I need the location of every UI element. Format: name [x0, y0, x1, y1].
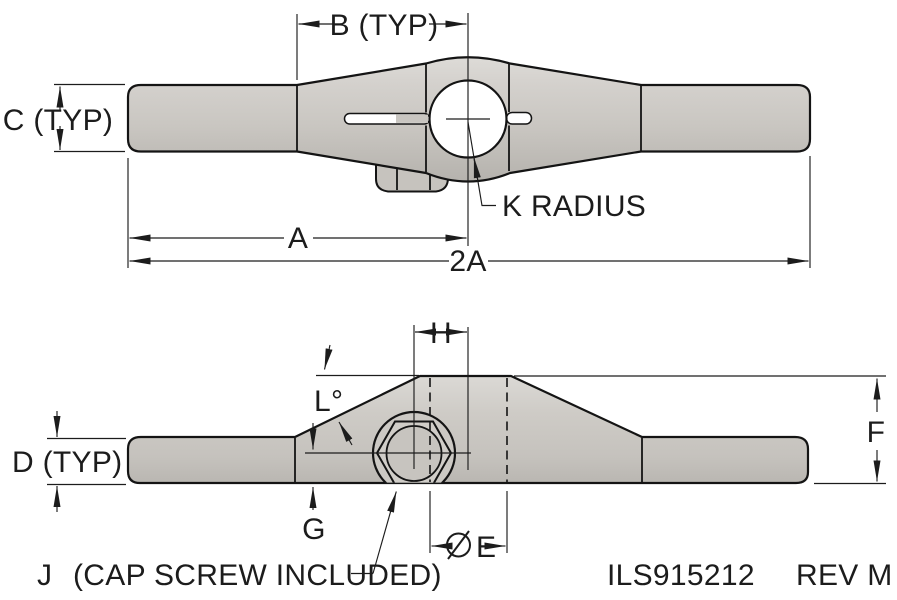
- dim-label-e: E: [476, 531, 496, 564]
- title-block: ILS915212 REV M: [607, 559, 893, 592]
- dim-label-f: F: [867, 416, 886, 449]
- dim-label-b: B (TYP): [330, 9, 439, 42]
- k-radius-arrow: [473, 157, 481, 181]
- callout-j-text: (CAP SCREW INCLUDED): [73, 559, 442, 592]
- dim-label-h: H: [430, 317, 452, 350]
- dim-label-l: L°: [314, 385, 343, 418]
- dim-label-g: G: [302, 513, 326, 546]
- dim-l-arrow-top: [323, 344, 333, 370]
- part-number: ILS915212: [607, 559, 755, 592]
- dim-label-2a: 2A: [449, 245, 486, 278]
- k-radius-leader: [467, 121, 496, 207]
- diameter-symbol: [446, 530, 471, 560]
- dim-label-k-radius: K RADIUS: [502, 190, 646, 223]
- clamp-slit-right: [505, 111, 533, 125]
- dim-label-a: A: [288, 222, 308, 255]
- top-view: [126, 56, 812, 193]
- clamp-slit-left-shade: [396, 114, 428, 123]
- dim-label-c: C (TYP): [3, 104, 113, 137]
- dim-label-d: D (TYP): [12, 446, 122, 479]
- side-view-dimensions: H L° D (TYP) G E F J (C: [12, 317, 886, 592]
- dim-l-arrow-slope: [338, 421, 353, 446]
- callout-j-letter: J: [37, 559, 52, 592]
- j-leader-arrow: [372, 491, 397, 574]
- top-view-dimensions: B (TYP) C (TYP) K RADIUS A 2A: [3, 9, 811, 278]
- revision: REV M: [796, 559, 893, 592]
